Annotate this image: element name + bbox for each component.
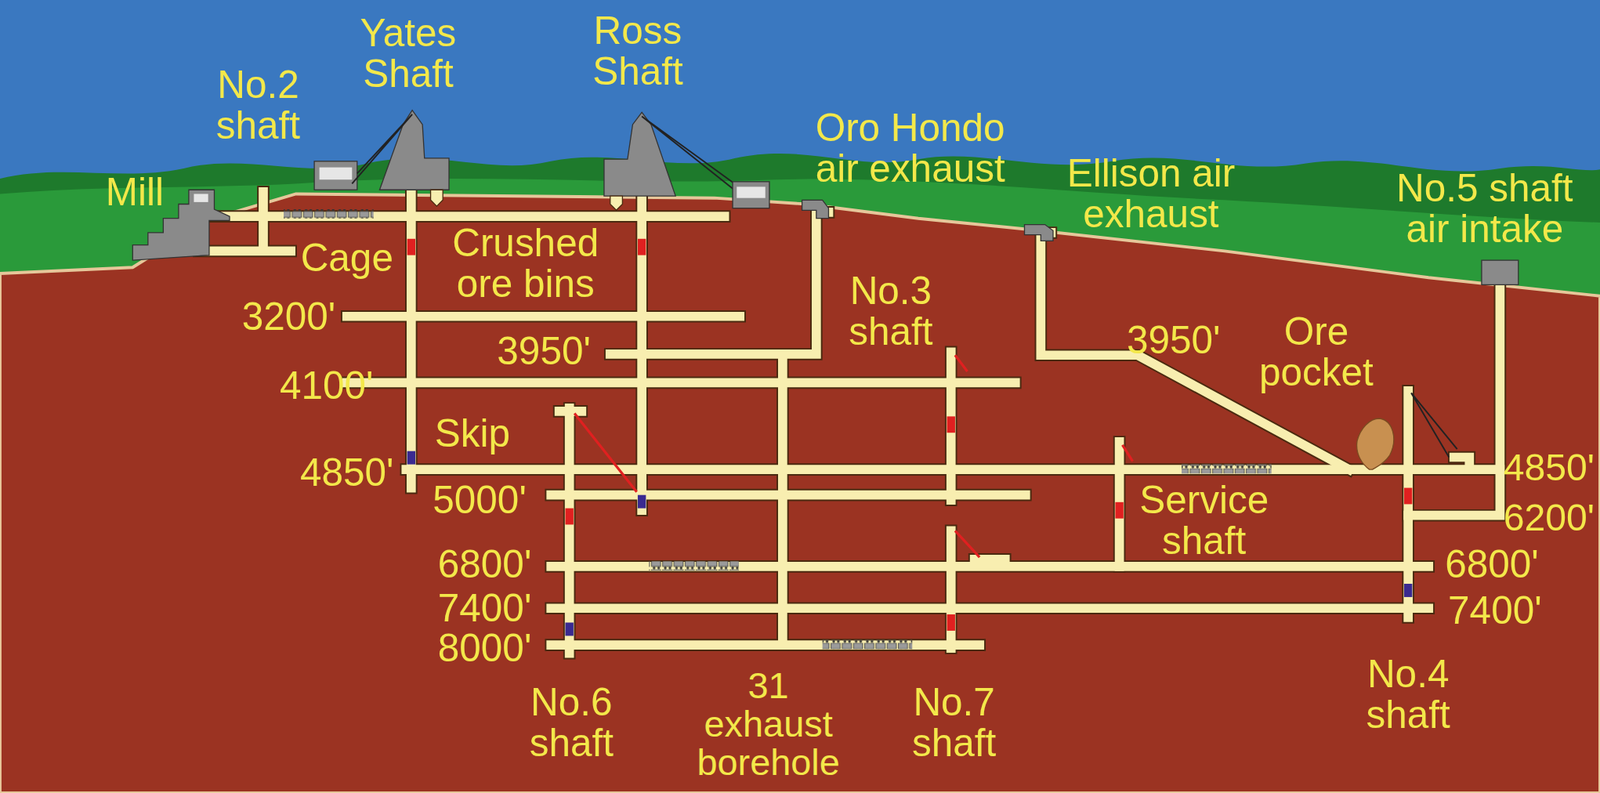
label: No.4 shaft [1346, 653, 1470, 735]
label: 4100' [279, 365, 374, 406]
label: 7400' [438, 587, 533, 629]
label: 3950' [1126, 319, 1221, 361]
label: 3200' [242, 296, 337, 337]
label: 4850' [1503, 447, 1595, 488]
label: No.5 shaft air intake [1382, 167, 1587, 250]
label: No.3 shaft [829, 270, 953, 352]
label: Oro Hondo air exhaust [800, 107, 1021, 189]
label: 31 exhaust borehole [686, 666, 850, 783]
label: 6200' [1503, 497, 1595, 538]
label: 7400' [1447, 590, 1543, 631]
label: Mill [105, 171, 164, 213]
label: Skip [434, 412, 511, 454]
label: 8000' [438, 627, 533, 669]
label: 4850' [300, 452, 395, 493]
label: 3950' [496, 330, 591, 372]
label: Ore pocket [1245, 311, 1388, 393]
label: Crushed ore bins [433, 222, 617, 305]
label: Service shaft [1122, 479, 1286, 562]
label: Cage [300, 237, 394, 279]
label: No.6 shaft [510, 681, 633, 764]
label: 5000' [432, 479, 527, 521]
label: Yates Shaft [341, 12, 475, 95]
label: No.2 shaft [196, 64, 319, 146]
label: Ross Shaft [576, 10, 699, 92]
label: Ellison air exhaust [1049, 152, 1253, 235]
label: 6800' [438, 543, 533, 585]
label: No.7 shaft [893, 681, 1016, 764]
label: 6800' [1444, 543, 1539, 585]
